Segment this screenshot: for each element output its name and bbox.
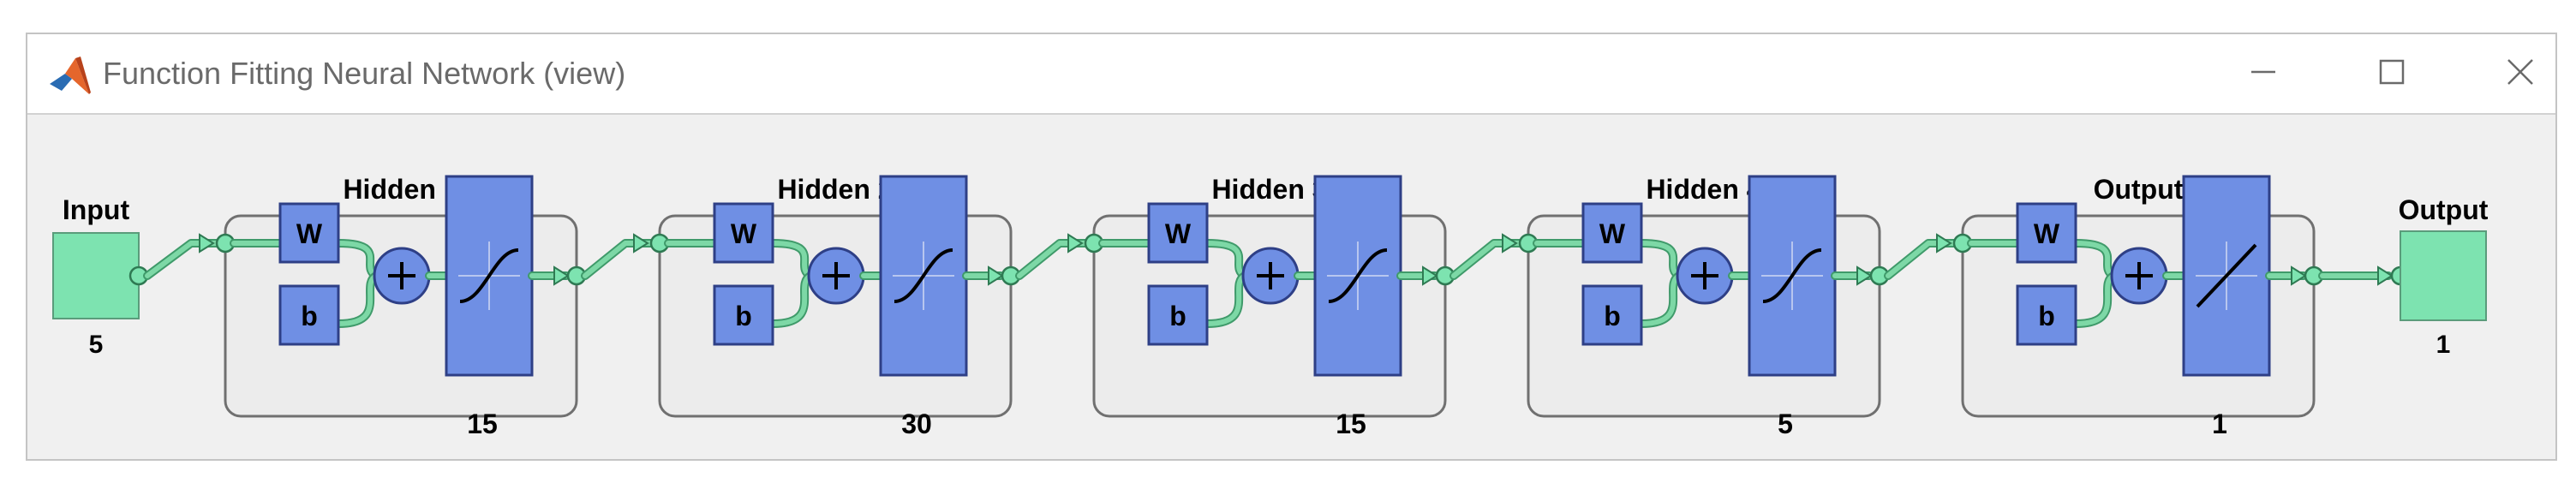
layer-1-weight-block: [278, 202, 340, 264]
window-title: Function Fitting Neural Network (view): [103, 56, 626, 91]
layer-4-weight-block: [1581, 202, 1643, 264]
layer-1-bias-block: [278, 284, 340, 346]
layer-4-tansig-curve: [1762, 248, 1822, 303]
layer-4-size: 5: [1778, 408, 1793, 439]
layer-1-input-arrow: [199, 233, 215, 253]
minimize-icon: [2251, 70, 2275, 74]
layer-2-output-arrow: [988, 265, 1004, 286]
layer-4-bias-label: b: [1604, 301, 1621, 331]
close-icon: [2507, 59, 2533, 85]
layer-3-w-sum-link: [1204, 241, 1247, 278]
layer-1-bias-label: b: [301, 301, 318, 331]
layer-5-bias-label: b: [2038, 301, 2055, 331]
layer-2-weight-label: W: [731, 218, 757, 249]
layer-2-b-sum-link: [770, 273, 813, 326]
layer-2-bias-block: [713, 284, 774, 346]
layer-2-input-arrow: [633, 233, 649, 253]
layer-5-bias-block: [2016, 284, 2077, 346]
output-arrow: [2377, 265, 2394, 286]
layer-5-input-arrow: [1936, 233, 1952, 253]
layer-1-title: Hidden 1: [343, 174, 458, 205]
layer-5-w-sum-link: [2073, 241, 2116, 278]
layer-3-weight-block: [1147, 202, 1209, 264]
layer-3-input-arrow: [1067, 233, 1084, 253]
layer-1-output-arrow: [553, 265, 570, 286]
close-button[interactable]: [2477, 41, 2563, 103]
maximize-button[interactable]: [2349, 41, 2435, 103]
layer-3-title: Hidden 3: [1211, 174, 1327, 205]
layer-4-title: Hidden 4: [1646, 174, 1761, 205]
layer-4-output-arrow: [1856, 265, 1873, 286]
layer-4-b-sum-link: [1639, 273, 1682, 326]
matlab-logo-icon: [50, 57, 91, 94]
layer-1-b-sum-link: [336, 273, 379, 326]
layer-3-output-arrow: [1422, 265, 1438, 286]
layer-5-output-arrow: [2291, 265, 2307, 286]
layer-4-bias-block: [1581, 284, 1643, 346]
input-block: [52, 232, 140, 319]
layer-5-b-sum-link: [2073, 273, 2116, 326]
layer-1-weight-label: W: [296, 218, 323, 249]
output-label: Output: [2399, 194, 2489, 225]
layer-5-title: Output: [2094, 174, 2184, 205]
layer-4-w-sum-link: [1639, 241, 1682, 278]
layer-1-w-sum-link: [336, 241, 379, 278]
layer-3-b-sum-link: [1204, 273, 1247, 326]
layer-5-size: 1: [2212, 408, 2227, 439]
layer-1-size: 15: [467, 408, 498, 439]
layer-1-tansig-curve: [459, 248, 519, 303]
layer-4-weight-label: W: [1599, 218, 1626, 249]
layer-3-tansig-curve: [1328, 248, 1388, 303]
layer-2-w-sum-link: [770, 241, 813, 278]
layer-2-size: 30: [901, 408, 932, 439]
output-size: 1: [2436, 331, 2451, 359]
layer-3-weight-label: W: [1165, 218, 1192, 249]
layer-5-purelin-line: [2196, 243, 2257, 308]
layer-5-weight-block: [2016, 202, 2077, 264]
minimize-button[interactable]: [2220, 41, 2306, 103]
layer-5-weight-label: W: [2034, 218, 2060, 249]
layer-2-bias-label: b: [735, 301, 752, 331]
layer-4-input-arrow: [1502, 233, 1518, 253]
title-bar[interactable]: Function Fitting Neural Network (view): [27, 34, 2555, 113]
layer-3-bias-block: [1147, 284, 1209, 346]
input-label: Input: [63, 194, 130, 225]
layer-2-weight-block: [713, 202, 774, 264]
layer-3-size: 15: [1336, 408, 1366, 439]
input-size: 5: [89, 331, 104, 359]
layer-2-title: Hidden 2: [777, 174, 893, 205]
layer-3-bias-label: b: [1169, 301, 1186, 331]
app-window: Function Fitting Neural Network (view) I…: [26, 33, 2557, 461]
output-block: [2400, 230, 2487, 321]
layer-2-tansig-curve: [894, 248, 953, 303]
maximize-icon: [2379, 59, 2405, 85]
